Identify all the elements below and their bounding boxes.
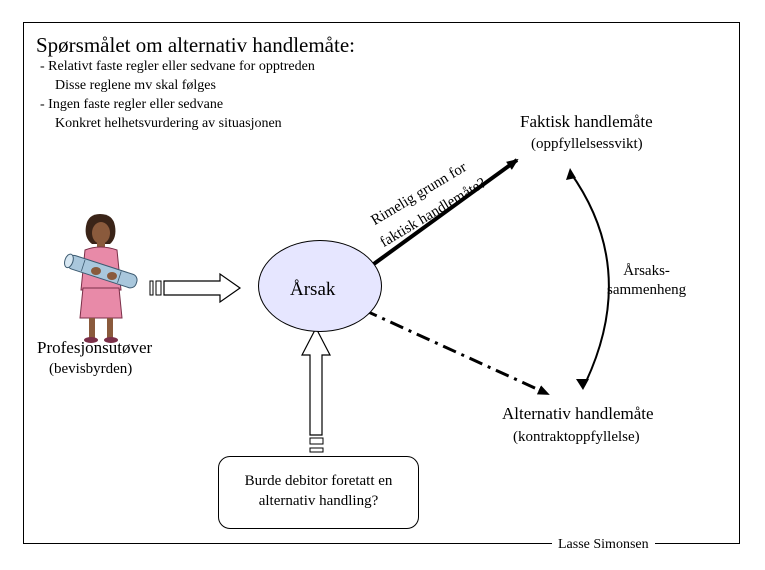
causal-curve-head-bottom [576,379,589,390]
professional-figure-icon [64,214,138,343]
alternative-conduct-label: Alternativ handlemåte [502,404,654,423]
professional-sub: (bevisbyrden) [49,361,133,377]
bullet-overall-assessment: Konkret helhetsvurdering av situasjonen [55,116,282,131]
cause-label: Årsak [290,279,336,300]
causal-link-line1: Årsaks- [623,263,670,279]
arrow-to-actual-conduct [369,158,519,268]
hollow-arrow-right [149,272,242,304]
slide-frame [23,22,740,544]
actual-conduct-label: Faktisk handlemåte [520,112,653,131]
question-box: Burde debitor foretatt en alternativ han… [218,456,419,529]
actual-conduct-sub: (oppfyllelsessvikt) [531,136,643,152]
arrow-to-alternative-conduct [363,308,550,396]
bullet-rules-followed: Disse reglene mv skal følges [55,78,216,93]
bullet-no-rules: - Ingen faste regler eller sedvane [40,97,224,112]
cause-ellipse [258,240,382,332]
slide-title: Spørsmålet om alternativ handlemåte: [36,33,355,57]
bullet-fixed-rules: - Relativt faste regler eller sedvane fo… [40,59,315,74]
professional-label: Profesjonsutøver [37,338,153,357]
causal-link-label: Årsaks- sammenheng [607,262,686,300]
alternative-conduct-sub: (kontraktoppfyllelse) [513,429,640,445]
causal-curve-head-top [566,168,576,180]
hollow-arrow-up [301,326,331,453]
causal-curve [569,171,610,387]
causal-link-line2: sammenheng [607,281,687,298]
author-credit: Lasse Simonsen [552,538,655,552]
